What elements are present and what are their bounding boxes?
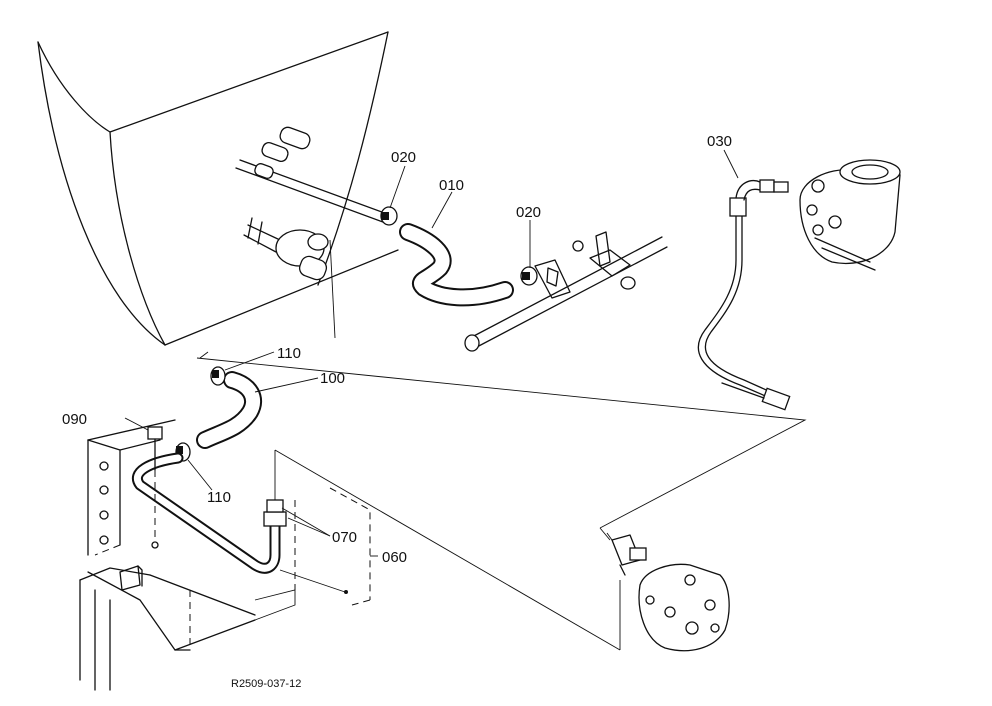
label-020-right: 020 <box>516 204 541 221</box>
suction-hose-010 <box>399 223 514 307</box>
label-110-bottom: 110 <box>207 489 231 506</box>
hose-clamp-020-a <box>380 206 398 226</box>
tank-fittings <box>235 126 391 281</box>
pressure-hose-030 <box>697 179 791 411</box>
label-100: 100 <box>320 370 345 387</box>
pump-bracket <box>464 231 668 352</box>
label-070: 070 <box>332 529 357 546</box>
label-010: 010 <box>439 177 464 194</box>
label-020-top: 020 <box>391 149 416 166</box>
chassis-frame <box>79 419 296 691</box>
label-090: 090 <box>62 411 87 428</box>
label-030: 030 <box>707 133 732 150</box>
tank-housing <box>37 31 399 346</box>
line-assembly <box>196 351 807 651</box>
label-060: 060 <box>382 549 407 566</box>
leader-lines <box>124 149 739 537</box>
control-valve <box>606 532 730 652</box>
return-hose-100 <box>196 371 263 449</box>
adaptor-070 <box>263 499 348 594</box>
bolt-090 <box>147 426 163 549</box>
hose-clamp-110-a <box>210 366 226 386</box>
steering-valve <box>799 159 901 271</box>
pipe-assembly-060-bracket <box>329 487 378 606</box>
label-110-top: 110 <box>277 345 301 362</box>
drawing-reference: R2509-037-12 <box>231 678 301 690</box>
hose-clamp-020-b <box>520 266 538 286</box>
part-labels: 020 010 020 030 110 100 090 110 070 060 … <box>62 133 732 690</box>
return-pipe <box>132 452 281 574</box>
